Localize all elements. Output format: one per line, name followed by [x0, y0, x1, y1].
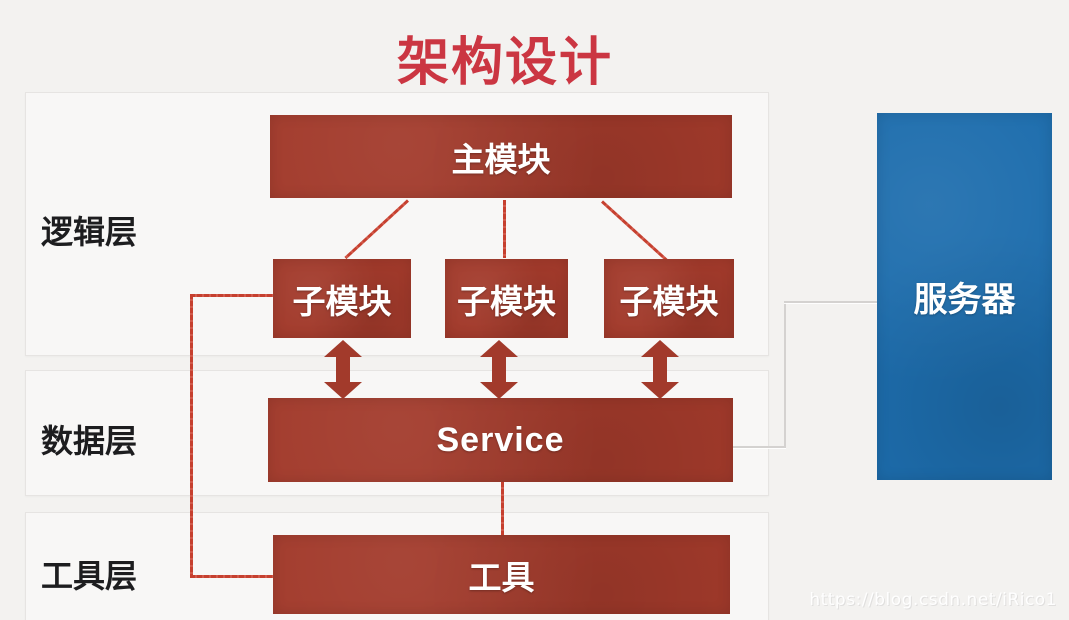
arrow-stem	[492, 357, 506, 382]
arrow-up-icon	[480, 340, 518, 357]
arrow-down-icon	[480, 382, 518, 399]
node-label: 子模块	[619, 281, 719, 321]
node-tool: 工具	[273, 535, 730, 614]
node-sub-module-1: 子模块	[273, 259, 411, 338]
layer-label-tool: 工具层	[41, 557, 138, 595]
arrow-down-icon	[641, 382, 679, 399]
page-title: 架构设计	[396, 33, 613, 93]
layer-label-data: 数据层	[41, 422, 138, 460]
node-main-module: 主模块	[270, 115, 732, 198]
node-label: 服务器	[913, 280, 1016, 320]
arrow-up-icon	[641, 340, 679, 357]
connector-elbow-bottom	[190, 575, 274, 578]
connector-service-to-server-h2	[784, 301, 877, 303]
arrow-stem	[336, 357, 350, 382]
connector-main-to-sub2	[503, 200, 506, 258]
watermark: https://blog.csdn.net/iRico1	[809, 590, 1057, 610]
node-label: 子模块	[457, 281, 556, 321]
node-label: Service	[436, 420, 565, 459]
connector-service-to-server-h1	[733, 446, 786, 448]
connector-elbow-top	[190, 294, 274, 297]
double-arrow-icon-1	[324, 340, 362, 399]
node-label: 工具	[468, 557, 535, 597]
node-service: Service	[268, 398, 733, 482]
node-label: 主模块	[451, 139, 551, 179]
double-arrow-icon-2	[480, 340, 518, 399]
node-server: 服务器	[877, 113, 1052, 480]
arrow-down-icon	[324, 382, 362, 399]
layer-label-logic: 逻辑层	[41, 213, 138, 251]
arrow-up-icon	[324, 340, 362, 357]
node-label: 子模块	[292, 281, 392, 321]
node-sub-module-3: 子模块	[604, 259, 734, 338]
connector-service-to-server-v	[784, 301, 786, 448]
double-arrow-icon-3	[641, 340, 679, 399]
connector-elbow-vertical	[190, 294, 193, 578]
connector-service-to-tool	[501, 482, 504, 535]
arrow-stem	[653, 357, 667, 382]
node-sub-module-2: 子模块	[445, 259, 568, 338]
